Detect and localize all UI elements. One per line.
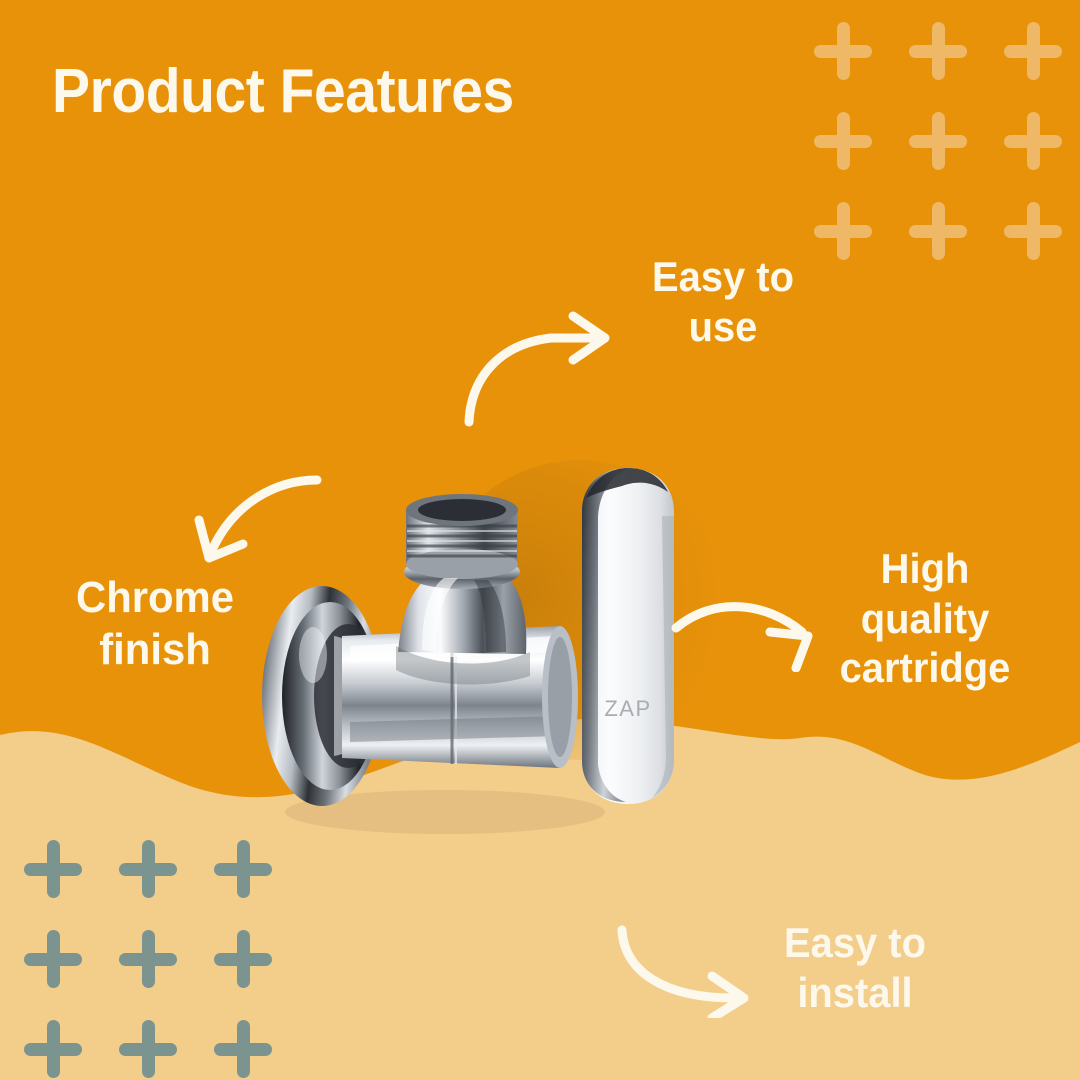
plus-icon	[909, 22, 967, 80]
feature-label-chrome-finish: Chrome finish	[76, 573, 234, 674]
plus-icon	[214, 1020, 272, 1078]
curved-arrow-down-left-icon	[194, 475, 322, 563]
oval-lever-handle: ZAP	[582, 468, 674, 804]
feature-label-easy-to-use: Easy to use	[652, 253, 794, 350]
curved-arrow-up-right-icon	[464, 311, 610, 427]
plus-icon	[814, 112, 872, 170]
product-image-chrome-angle-valve: ZAP	[262, 468, 674, 834]
plus-icon	[909, 202, 967, 260]
plus-icon	[119, 930, 177, 988]
plus-icon	[119, 840, 177, 898]
plus-icon	[1004, 22, 1062, 80]
curved-arrow-right-icon	[671, 602, 813, 672]
threaded-outlet-spout	[398, 494, 527, 654]
curved-arrow-down-right-icon	[617, 925, 749, 1018]
plus-icon	[24, 840, 82, 898]
plus-icon	[119, 1020, 177, 1078]
plus-pattern-bottom-left	[24, 840, 274, 1080]
feature-label-easy-to-install: Easy to install	[784, 919, 926, 1016]
plus-icon	[1004, 112, 1062, 170]
plus-icon	[814, 202, 872, 260]
plus-icon	[909, 112, 967, 170]
plus-icon	[814, 22, 872, 80]
page-title: Product Features	[52, 57, 514, 126]
feature-label-high-quality-cartridge: High quality cartridge	[839, 545, 1011, 692]
plus-icon	[214, 840, 272, 898]
plus-icon	[1004, 202, 1062, 260]
valve-body	[342, 626, 578, 768]
plus-icon	[214, 930, 272, 988]
plus-icon	[24, 1020, 82, 1078]
brand-label: ZAP	[604, 696, 651, 721]
plus-icon	[24, 930, 82, 988]
plus-pattern-top-right	[814, 22, 1064, 272]
